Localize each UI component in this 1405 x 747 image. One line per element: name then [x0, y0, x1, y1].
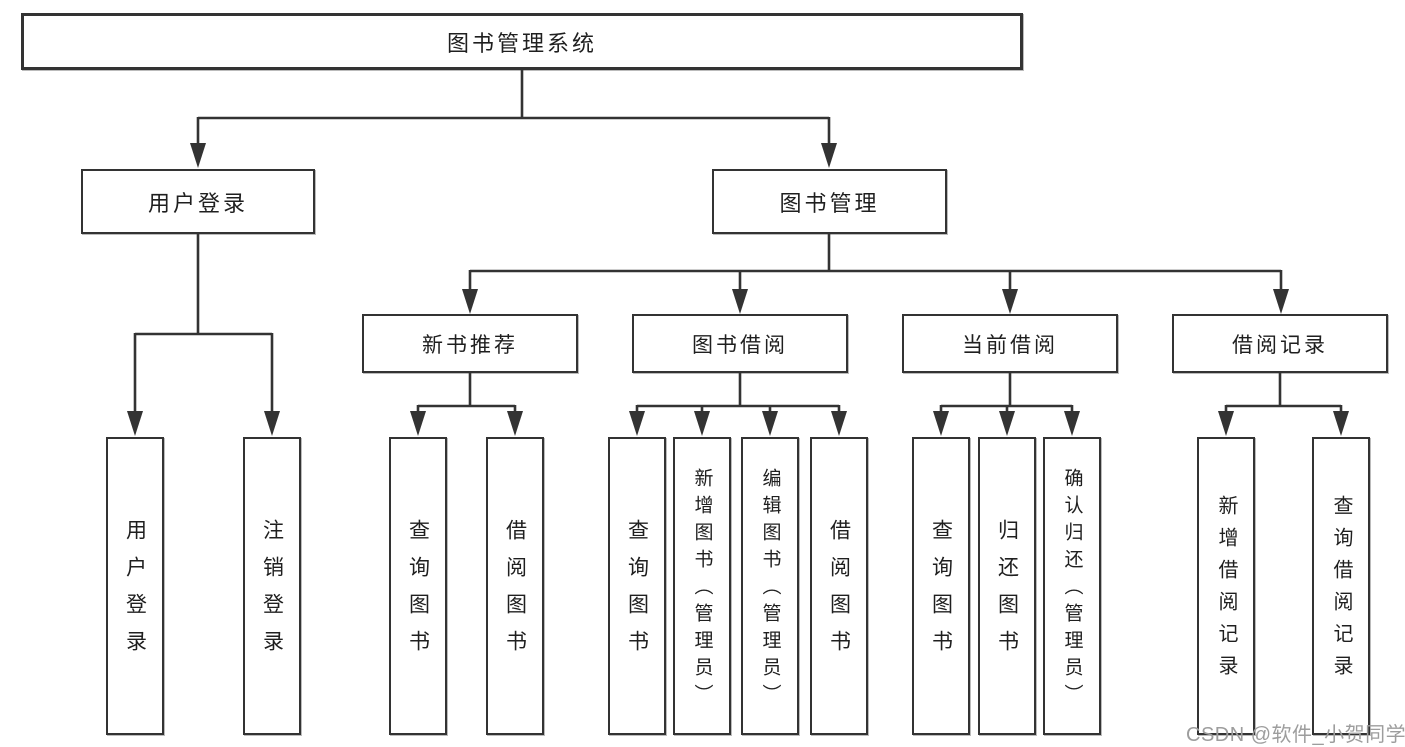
node-current-borrowing: 当前借阅 — [902, 314, 1118, 373]
connector-book-borrowing-branch — [629, 373, 847, 436]
leaf-query-books-recommend: 查询图书 — [389, 437, 447, 735]
node-label: 查询图书 — [625, 519, 649, 667]
node-label: 查询借阅记录 — [1330, 495, 1352, 687]
connector-new-book-recommendation-branch — [410, 373, 523, 436]
leaf-borrow-books-recommend: 借阅图书 — [486, 437, 544, 735]
node-label: 用户登录 — [123, 519, 147, 667]
node-label: 查询图书 — [406, 519, 430, 667]
leaf-query-books-borrowing: 查询图书 — [608, 437, 666, 735]
node-label: 新增图书（管理员） — [691, 467, 713, 711]
leaf-query-borrow-record: 查询借阅记录 — [1312, 437, 1370, 735]
leaf-query-books-current: 查询图书 — [912, 437, 970, 735]
node-label: 归还图书 — [995, 519, 1019, 667]
leaf-add-book-admin: 新增图书（管理员） — [673, 437, 731, 735]
leaf-return-book: 归还图书 — [978, 437, 1036, 735]
node-label: 借阅记录 — [1232, 333, 1328, 357]
node-label: 确认归还（管理员） — [1061, 467, 1083, 711]
leaf-confirm-return-admin: 确认归还（管理员） — [1043, 437, 1101, 735]
node-label: 图书管理系统 — [446, 30, 597, 56]
node-label: 查询图书 — [929, 519, 953, 667]
node-label: 图书管理 — [779, 190, 880, 216]
leaf-logout: 注销登录 — [243, 437, 301, 735]
node-label: 借阅图书 — [827, 519, 851, 667]
node-user-login: 用户登录 — [81, 169, 315, 234]
node-library-management-system: 图书管理系统 — [21, 13, 1023, 70]
leaf-add-borrow-record: 新增借阅记录 — [1197, 437, 1255, 735]
node-label: 新增借阅记录 — [1215, 495, 1237, 687]
node-label: 图书借阅 — [692, 333, 788, 357]
node-book-management: 图书管理 — [712, 169, 947, 234]
node-label: 借阅图书 — [503, 519, 527, 667]
leaf-edit-book-admin: 编辑图书（管理员） — [741, 437, 799, 735]
node-borrowing-records: 借阅记录 — [1172, 314, 1388, 373]
node-label: 注销登录 — [260, 519, 284, 667]
node-book-borrowing: 图书借阅 — [632, 314, 848, 373]
connector-borrowing-records-branch — [1218, 373, 1349, 436]
connector-book-management-branch — [462, 234, 1289, 314]
leaf-user-login: 用户登录 — [106, 437, 164, 735]
connector-root-branch — [190, 70, 837, 168]
node-label: 编辑图书（管理员） — [759, 467, 781, 711]
node-label: 用户登录 — [147, 190, 248, 216]
leaf-borrow-books-borrowing: 借阅图书 — [810, 437, 868, 735]
node-label: 当前借阅 — [962, 333, 1058, 357]
csdn-watermark: CSDN @软件_小贺同学 — [1186, 724, 1405, 746]
node-label: 新书推荐 — [422, 333, 518, 357]
connector-user-login-branch — [127, 234, 280, 436]
node-new-book-recommendation: 新书推荐 — [362, 314, 578, 373]
connector-current-borrowing-branch — [933, 373, 1080, 436]
